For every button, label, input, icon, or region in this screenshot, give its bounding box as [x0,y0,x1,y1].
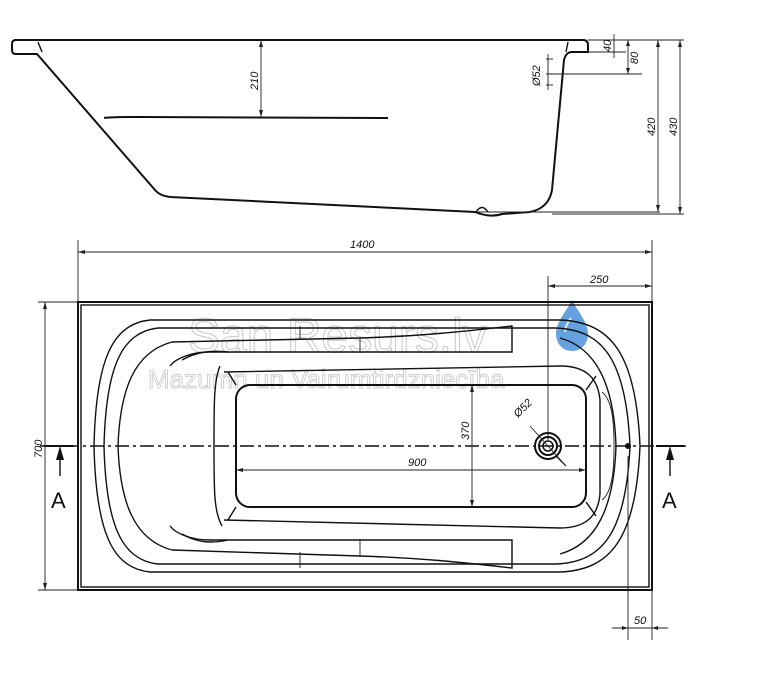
dim-1400: 1400 [350,239,375,251]
dim-900: 900 [408,457,427,469]
top-bowl-outer [93,319,641,573]
dim-370: 370 [460,421,472,440]
side-profile-outline [11,39,589,217]
dim-side-drain-diam: Ø52 [531,65,543,87]
watermark-brand: San Resurs.lv [188,310,487,363]
dim-430: 430 [668,117,680,136]
water-drop-icon [556,300,588,351]
section-label-left: A [51,488,66,513]
side-inner-line [103,115,389,119]
dim-50: 50 [634,615,647,627]
drain-icon [529,425,567,467]
side-view: 210 Ø52 40 80 420 430 [11,34,684,217]
top-view: 1400 250 [33,239,690,640]
dim-40: 40 [602,39,614,52]
dim-250: 250 [589,274,609,286]
dim-210: 210 [249,71,261,91]
overflow-icon [625,443,631,449]
section-label-right: A [662,488,677,513]
dim-420: 420 [646,117,658,136]
dim-80: 80 [629,51,641,64]
dim-top-drain-diam: Ø52 [511,397,535,421]
dim-700: 700 [33,439,45,458]
watermark: San Resurs.lv Mazumn un Vairumtirdzniecī… [148,300,588,395]
